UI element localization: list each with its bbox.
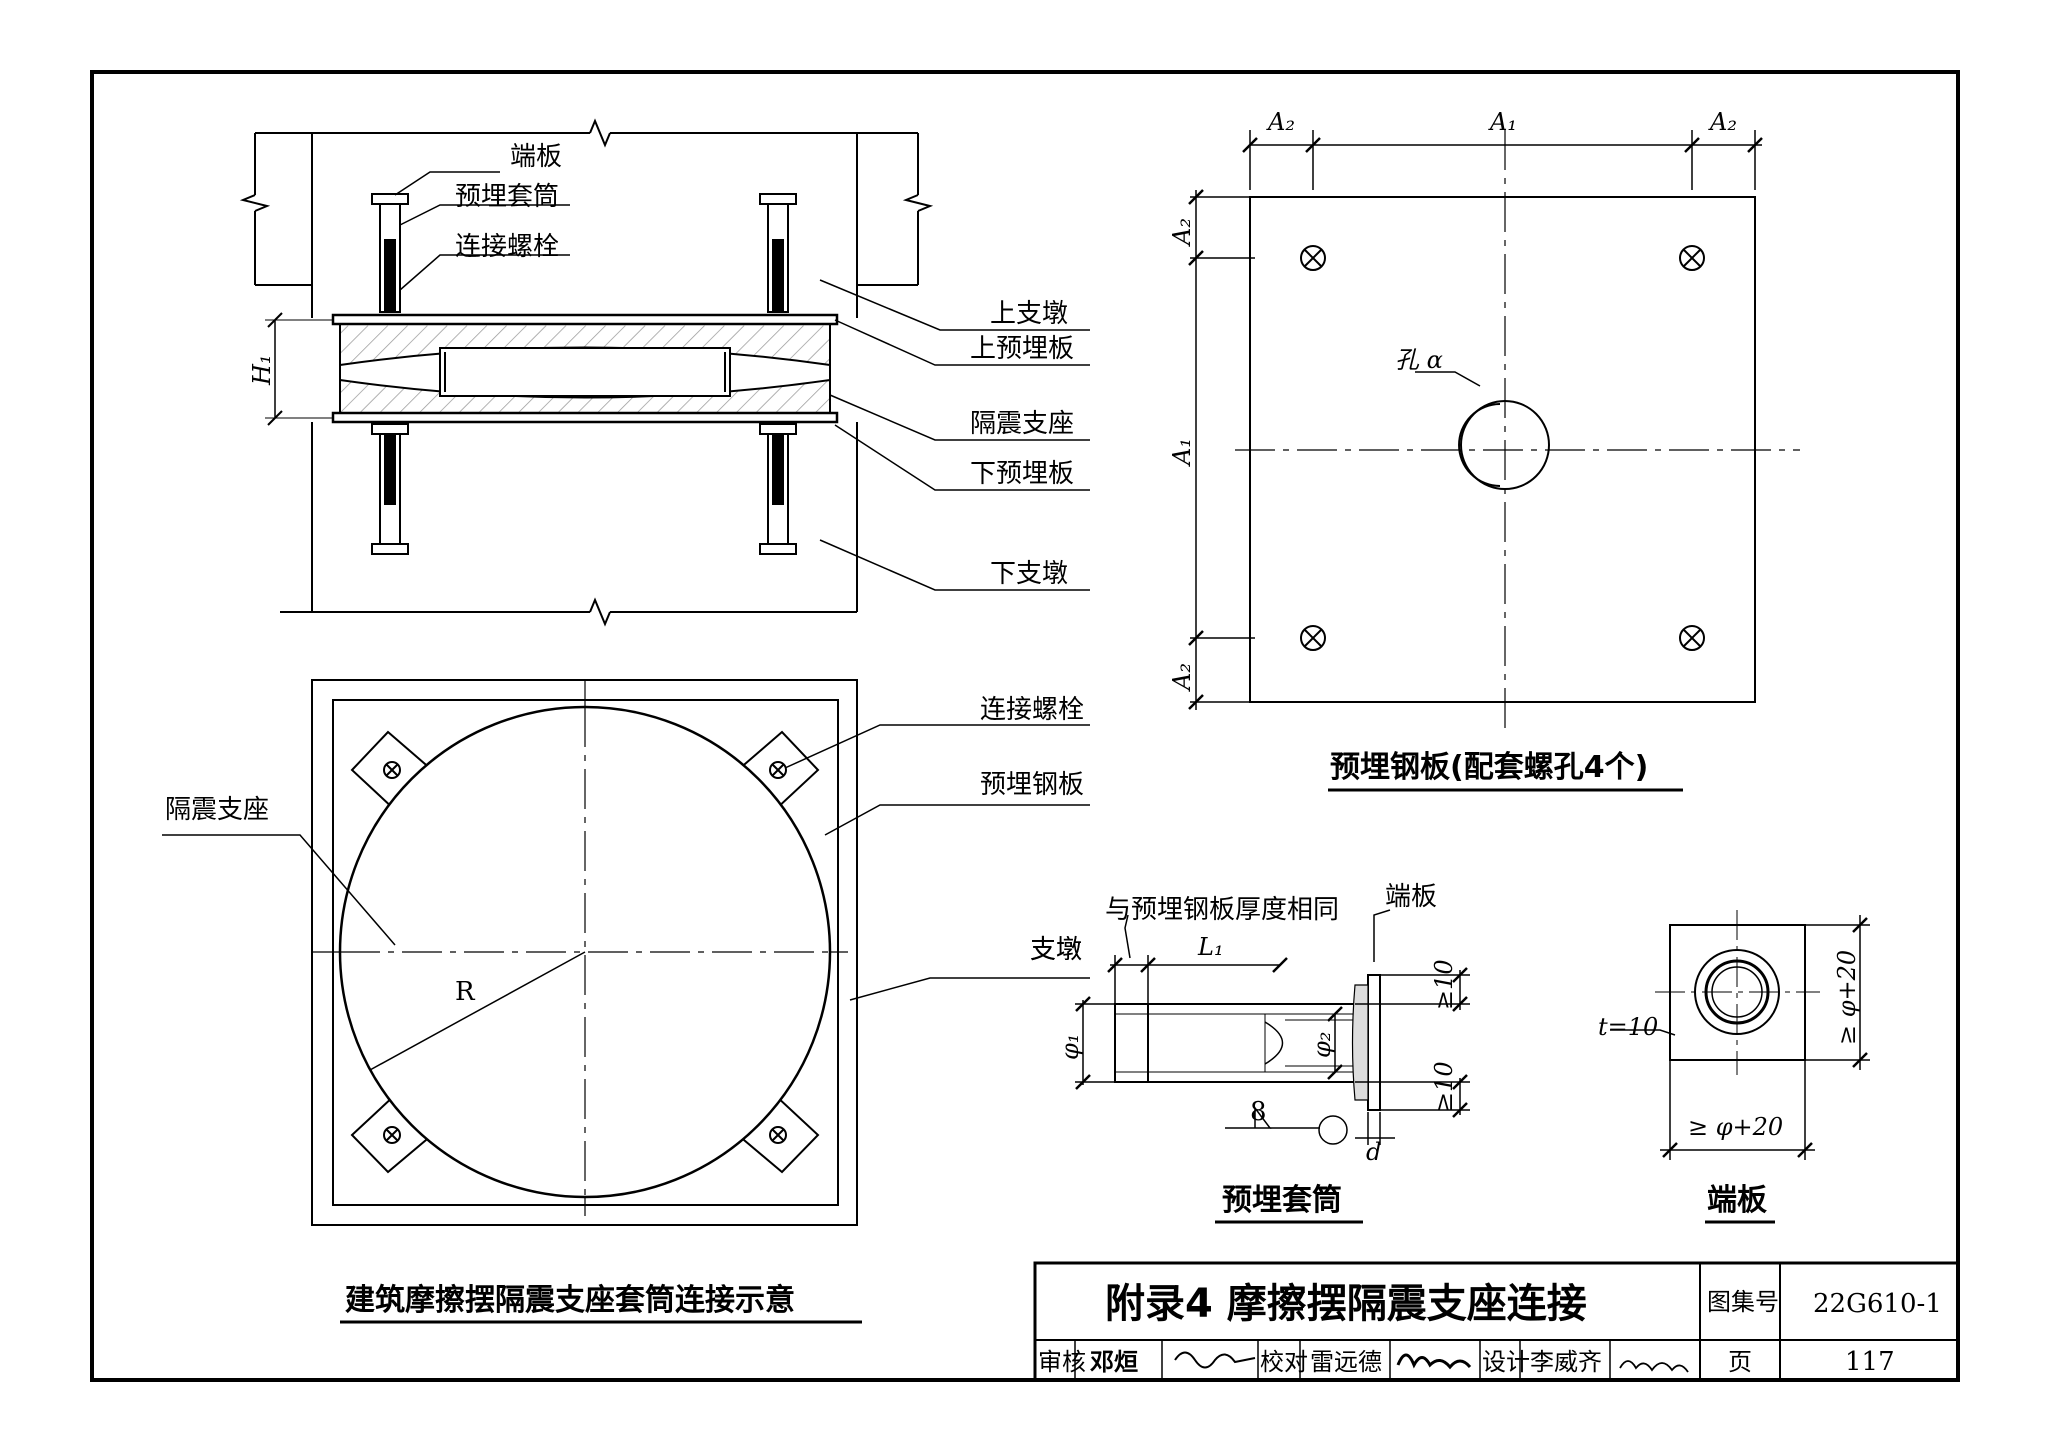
hole-label: 孔 α [1395, 346, 1443, 374]
checker-name: 雷远德 [1310, 1348, 1382, 1376]
weld-size: 8 [1250, 1097, 1267, 1127]
reviewer-signature [1174, 1351, 1256, 1369]
caption-end-plate: 端板 [1707, 1183, 1767, 1218]
end-plate-dim-horizontal: ≥ φ+20 [1688, 1113, 1783, 1141]
design-label: 设计 [1482, 1348, 1530, 1376]
dim-a2-left-bottom: A₂ [1168, 663, 1196, 692]
label-plan-pier: 支墩 [1030, 935, 1082, 965]
dim-a2-left-top: A₂ [1168, 218, 1196, 247]
sleeve-view: 与预埋钢板厚度相同 端板 支墩 L₁ φ₁ φ₂ ≥10 ≥10 8 d 预埋套… [1030, 882, 1470, 1224]
caption-plan-view: 建筑摩擦摆隔震支座套筒连接示意 [345, 1283, 795, 1318]
dim-a1-top: A₁ [1488, 108, 1517, 136]
end-plate-thickness: t=10 [1598, 1013, 1658, 1041]
label-isolation-bearing: 隔震支座 [970, 409, 1074, 439]
dim-phi2: φ₂ [1308, 1032, 1336, 1058]
label-embedded-sleeve: 预埋套筒 [455, 182, 559, 212]
label-upper-pier: 上支墩 [990, 299, 1068, 329]
radius-label: R [455, 977, 476, 1007]
dim-ge10-top: ≥10 [1430, 959, 1458, 1010]
designer-signature [1619, 1360, 1689, 1373]
dim-h1: H₁ [248, 354, 276, 386]
atlas-number: 22G610-1 [1813, 1289, 1942, 1319]
dim-l1: L₁ [1197, 933, 1224, 961]
label-plan-connecting-bolt: 连接螺栓 [980, 695, 1084, 725]
caption-steel-plate: 预埋钢板(配套螺孔4个) [1330, 750, 1648, 785]
sheet-title: 附录4 摩擦摆隔震支座连接 [1105, 1281, 1587, 1327]
caption-sleeve: 预埋套筒 [1222, 1183, 1342, 1218]
title-block: 附录4 摩擦摆隔震支座连接 图集号 22G610-1 审核 邓烜 校对 雷远德 … [1033, 1261, 1960, 1382]
page-label: 页 [1728, 1348, 1752, 1376]
dim-a1-left: A₁ [1168, 438, 1196, 467]
end-plate-view: t=10 ≥ φ+20 ≥ φ+20 端板 [1598, 910, 1870, 1224]
end-plate-dim-vertical: ≥ φ+20 [1833, 950, 1861, 1045]
dim-ge10-bottom: ≥10 [1430, 1061, 1458, 1112]
dim-d: d [1366, 1138, 1381, 1166]
review-label: 审核 [1038, 1348, 1086, 1376]
sleeve-note: 与预埋钢板厚度相同 [1105, 895, 1339, 925]
steel-plate-view: 孔 α A₂ A₁ A₂ A₂ A₁ A₂ 预埋 [1168, 108, 1800, 792]
check-label: 校对 [1260, 1348, 1308, 1376]
plan-view: R 连接螺栓 预埋钢板 隔震支座 支墩 建筑摩擦摆隔震支座套筒连接示意 [162, 679, 1090, 1324]
sheet-border [90, 70, 1960, 1382]
atlas-label: 图集号 [1707, 1288, 1779, 1316]
label-plan-embedded-steel-plate: 预埋钢板 [980, 770, 1084, 800]
dim-a2-top-right: A₂ [1708, 108, 1737, 136]
designer-name: 李威齐 [1530, 1348, 1602, 1376]
section-view: H₁ 端板 预埋套筒 连接螺栓 上支墩 上预埋板 隔震支座 下预埋板 下支墩 [239, 118, 1090, 627]
reviewer-name: 邓烜 [1090, 1347, 1138, 1376]
checker-signature [1396, 1353, 1472, 1370]
page-number: 117 [1845, 1347, 1895, 1377]
sleeve-end-plate-label: 端板 [1385, 882, 1437, 912]
label-lower-embedded-plate: 下预埋板 [970, 459, 1074, 489]
dim-a2-top-left: A₂ [1266, 108, 1295, 136]
label-end-plate: 端板 [510, 142, 562, 172]
sleeve-pier-label: 支墩 [1030, 935, 1082, 965]
label-plan-isolation-bearing: 隔震支座 [165, 795, 269, 825]
label-connecting-bolt: 连接螺栓 [455, 232, 559, 262]
dim-phi1: φ₁ [1056, 1034, 1084, 1060]
label-lower-pier: 下支墩 [990, 559, 1068, 589]
label-upper-embedded-plate: 上预埋板 [970, 334, 1074, 364]
